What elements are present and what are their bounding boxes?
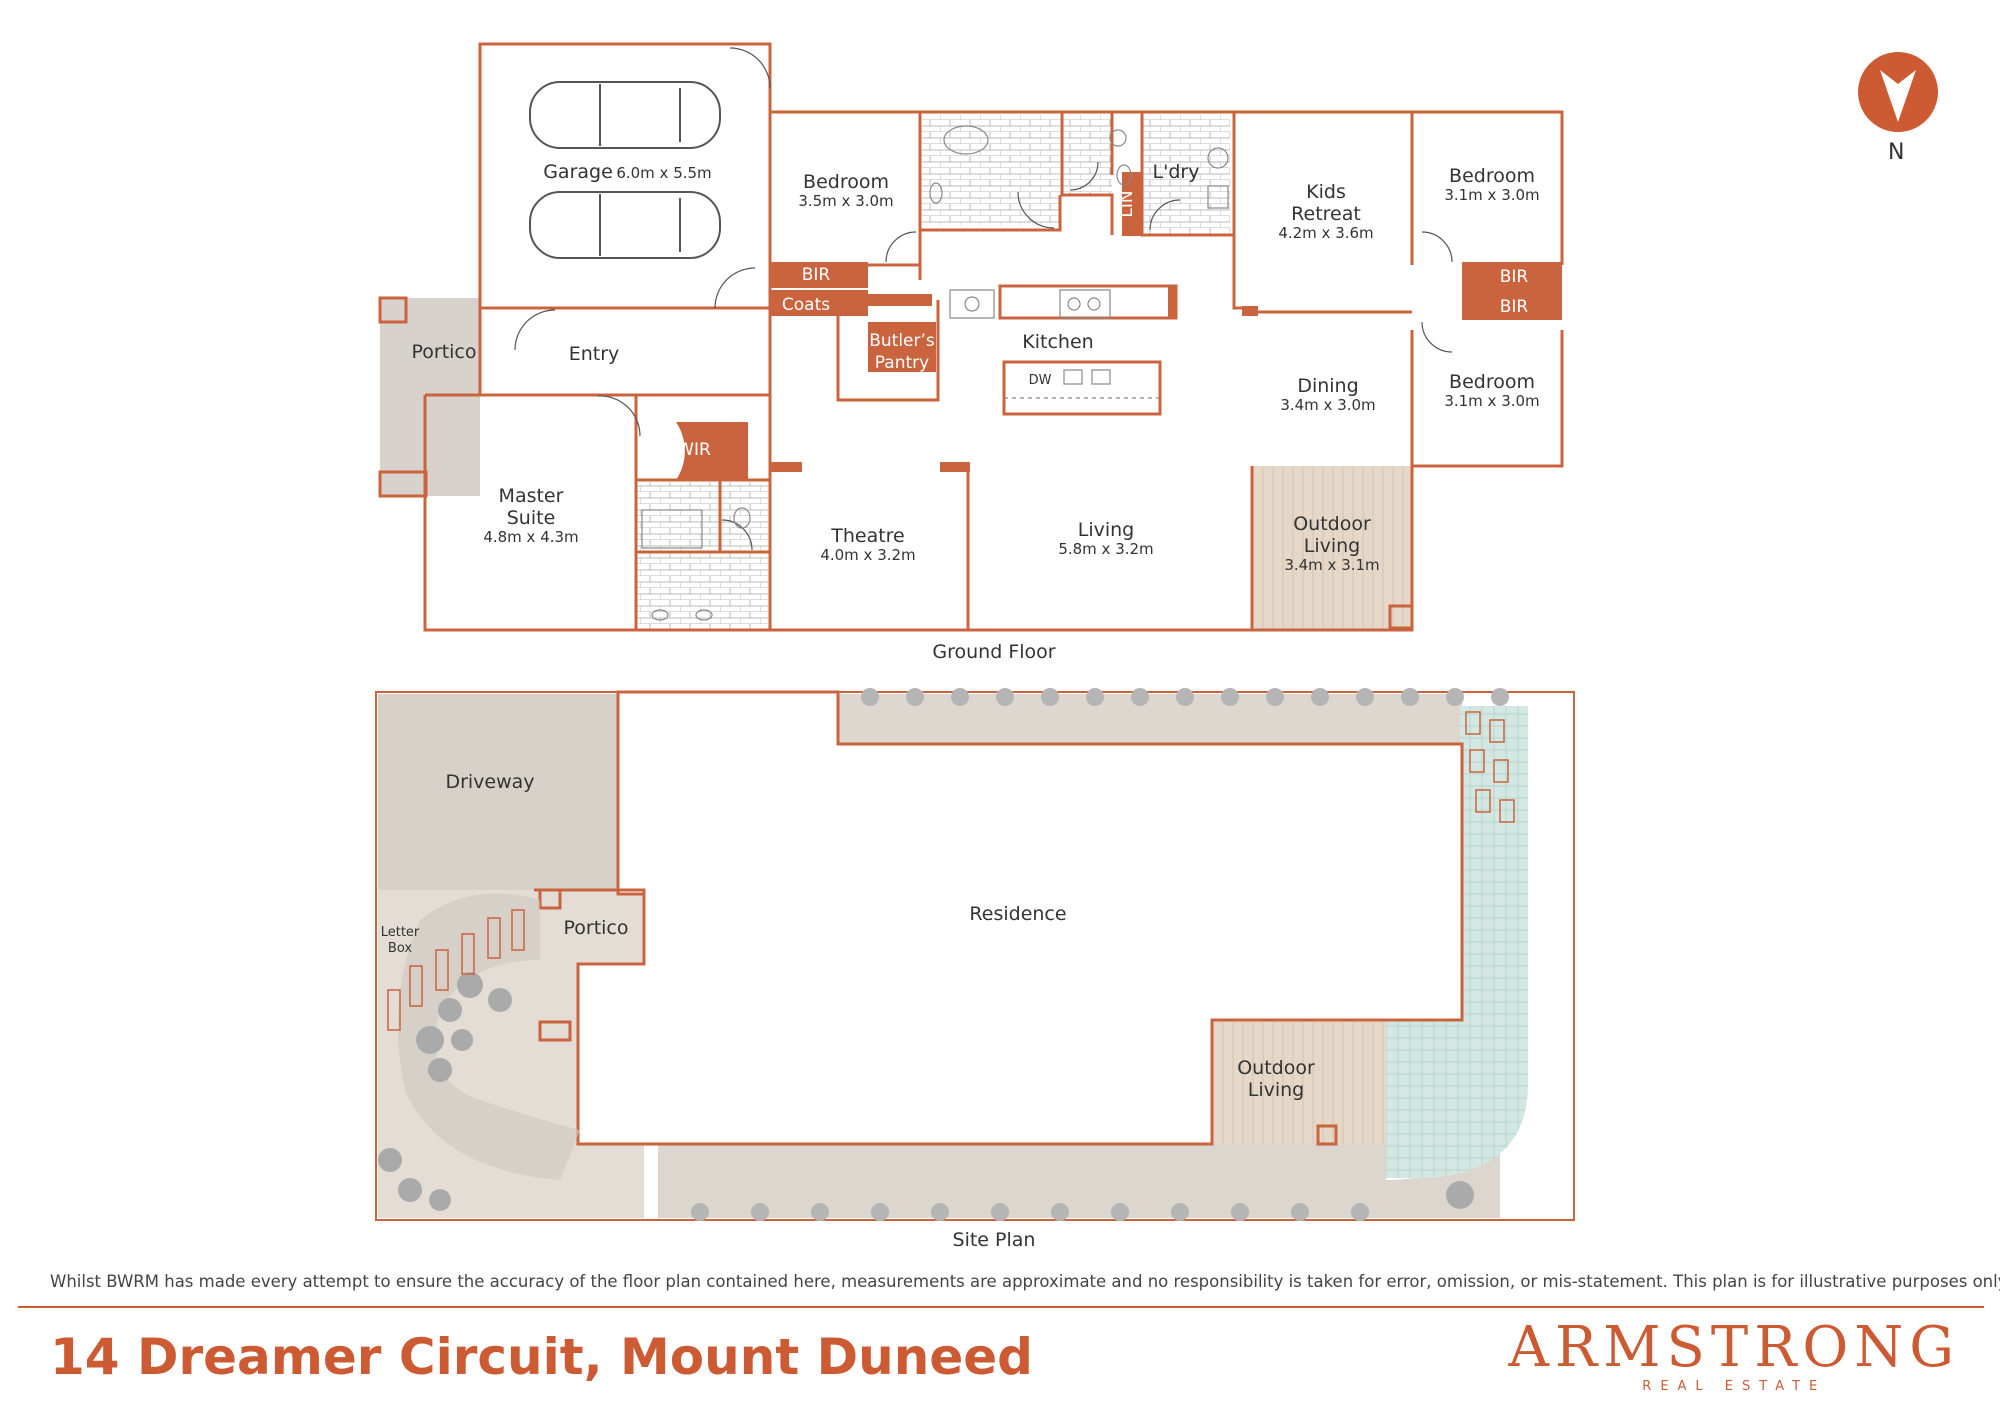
room-label-bir-e1: BIR: [1500, 267, 1529, 287]
room-label-wir: WIR: [677, 440, 711, 460]
laundry-tiles: [1142, 115, 1230, 235]
room-label-linen: LIN: [1117, 190, 1137, 217]
site-label-portico: Portico: [563, 917, 628, 939]
ensuite-tiles: [636, 482, 768, 630]
north-label: N: [1888, 140, 1905, 165]
brand-logo: ARMSTRONG REAL ESTATE: [1509, 1318, 1960, 1396]
room-label-laundry: L'dry: [1153, 161, 1200, 183]
driveway-area: [378, 694, 618, 890]
room-label-butlers-1: Butler’s: [869, 331, 935, 351]
fixtures: [641, 125, 1229, 621]
site-plan-label: Site Plan: [953, 1229, 1036, 1251]
site-label-letterbox-2: Box: [388, 941, 412, 956]
room-label-bedroom-front: Bedroom: [803, 171, 889, 193]
wir-block: [676, 422, 748, 480]
room-label-coats: Coats: [782, 295, 830, 315]
linen-block: [1122, 172, 1142, 236]
site-plan: Driveway Letter Box Portico Residence Ou…: [375, 688, 1575, 1251]
portico-area: [380, 298, 480, 496]
footer-divider: [18, 1306, 1984, 1308]
ground-floor-plan: Garage 6.0m x 5.5m Bedroom 3.5m x 3.0m L…: [378, 42, 1564, 663]
bir-front-block: [770, 262, 868, 288]
door-swings: [514, 47, 1453, 551]
joinery-fills: [676, 172, 1562, 480]
property-address: 14 Dreamer Circuit, Mount Duneed: [50, 1328, 1033, 1386]
room-label-outdoor-2: Living: [1304, 535, 1361, 557]
room-size-theatre: 4.0m x 3.2m: [820, 546, 915, 564]
room-label-garage: Garage: [543, 161, 613, 183]
bir-e1-block: [1462, 262, 1562, 292]
lawn-area: [1386, 706, 1528, 1178]
room-label-dishwasher: DW: [1029, 373, 1052, 388]
bir-e2-block: [1462, 292, 1562, 320]
walls: [423, 42, 1564, 632]
room-label-bedroom-e: Bedroom: [1449, 371, 1535, 393]
ground-floor-label: Ground Floor: [932, 641, 1055, 663]
butlers-pantry-block: [868, 322, 936, 372]
room-label-kids-2: Retreat: [1291, 203, 1361, 225]
north-arrow-icon: [1858, 52, 1938, 132]
stepping-stones: [387, 711, 1515, 1031]
site-label-letterbox-1: Letter: [381, 925, 420, 940]
room-size-living: 5.8m x 3.2m: [1058, 540, 1153, 558]
room-label-theatre: Theatre: [830, 525, 905, 547]
room-label-master-2: Suite: [507, 507, 556, 529]
room-size-master: 4.8m x 4.3m: [483, 528, 578, 546]
room-size-garage: 6.0m x 5.5m: [616, 164, 711, 182]
room-label-bir-e2: BIR: [1500, 297, 1529, 317]
boundary-shrubs: [691, 688, 1509, 1221]
room-size-bedroom-front: 3.5m x 3.0m: [798, 192, 893, 210]
room-size-bedroom-ne: 3.1m x 3.0m: [1444, 186, 1539, 204]
garage-cars: [529, 81, 721, 259]
room-label-portico: Portico: [411, 341, 476, 363]
site-label-driveway: Driveway: [445, 771, 534, 793]
coats-block: [770, 290, 868, 316]
room-label-entry: Entry: [569, 343, 620, 365]
room-label-bedroom-ne: Bedroom: [1449, 165, 1535, 187]
outdoor-living-deck: [1252, 466, 1412, 630]
garden-shrubs: [378, 972, 1474, 1211]
bathroom-tiles: [922, 115, 1060, 225]
room-label-outdoor-1: Outdoor: [1293, 513, 1371, 535]
room-label-kitchen: Kitchen: [1022, 331, 1093, 353]
room-label-master-1: Master: [499, 485, 564, 507]
room-size-dining: 3.4m x 3.0m: [1280, 396, 1375, 414]
site-label-outdoor-1: Outdoor: [1237, 1057, 1315, 1079]
site-outdoor-deck: [1212, 1020, 1386, 1144]
room-size-bedroom-e: 3.1m x 3.0m: [1444, 392, 1539, 410]
disclaimer-text: Whilst BWRM has made every attempt to en…: [50, 1272, 2000, 1291]
room-label-dining: Dining: [1297, 375, 1358, 397]
brand-name: ARMSTRONG: [1508, 1315, 1960, 1380]
room-label-butlers-2: Pantry: [875, 353, 929, 373]
brand-subtitle: REAL ESTATE: [1642, 1379, 1827, 1394]
room-label-bir-front: BIR: [802, 265, 831, 285]
site-label-residence: Residence: [969, 903, 1066, 925]
site-label-outdoor-2: Living: [1248, 1079, 1305, 1101]
room-label-living: Living: [1078, 519, 1135, 541]
room-label-kids-1: Kids: [1306, 181, 1346, 203]
room-size-kids: 4.2m x 3.6m: [1278, 224, 1373, 242]
room-size-outdoor: 3.4m x 3.1m: [1284, 556, 1379, 574]
